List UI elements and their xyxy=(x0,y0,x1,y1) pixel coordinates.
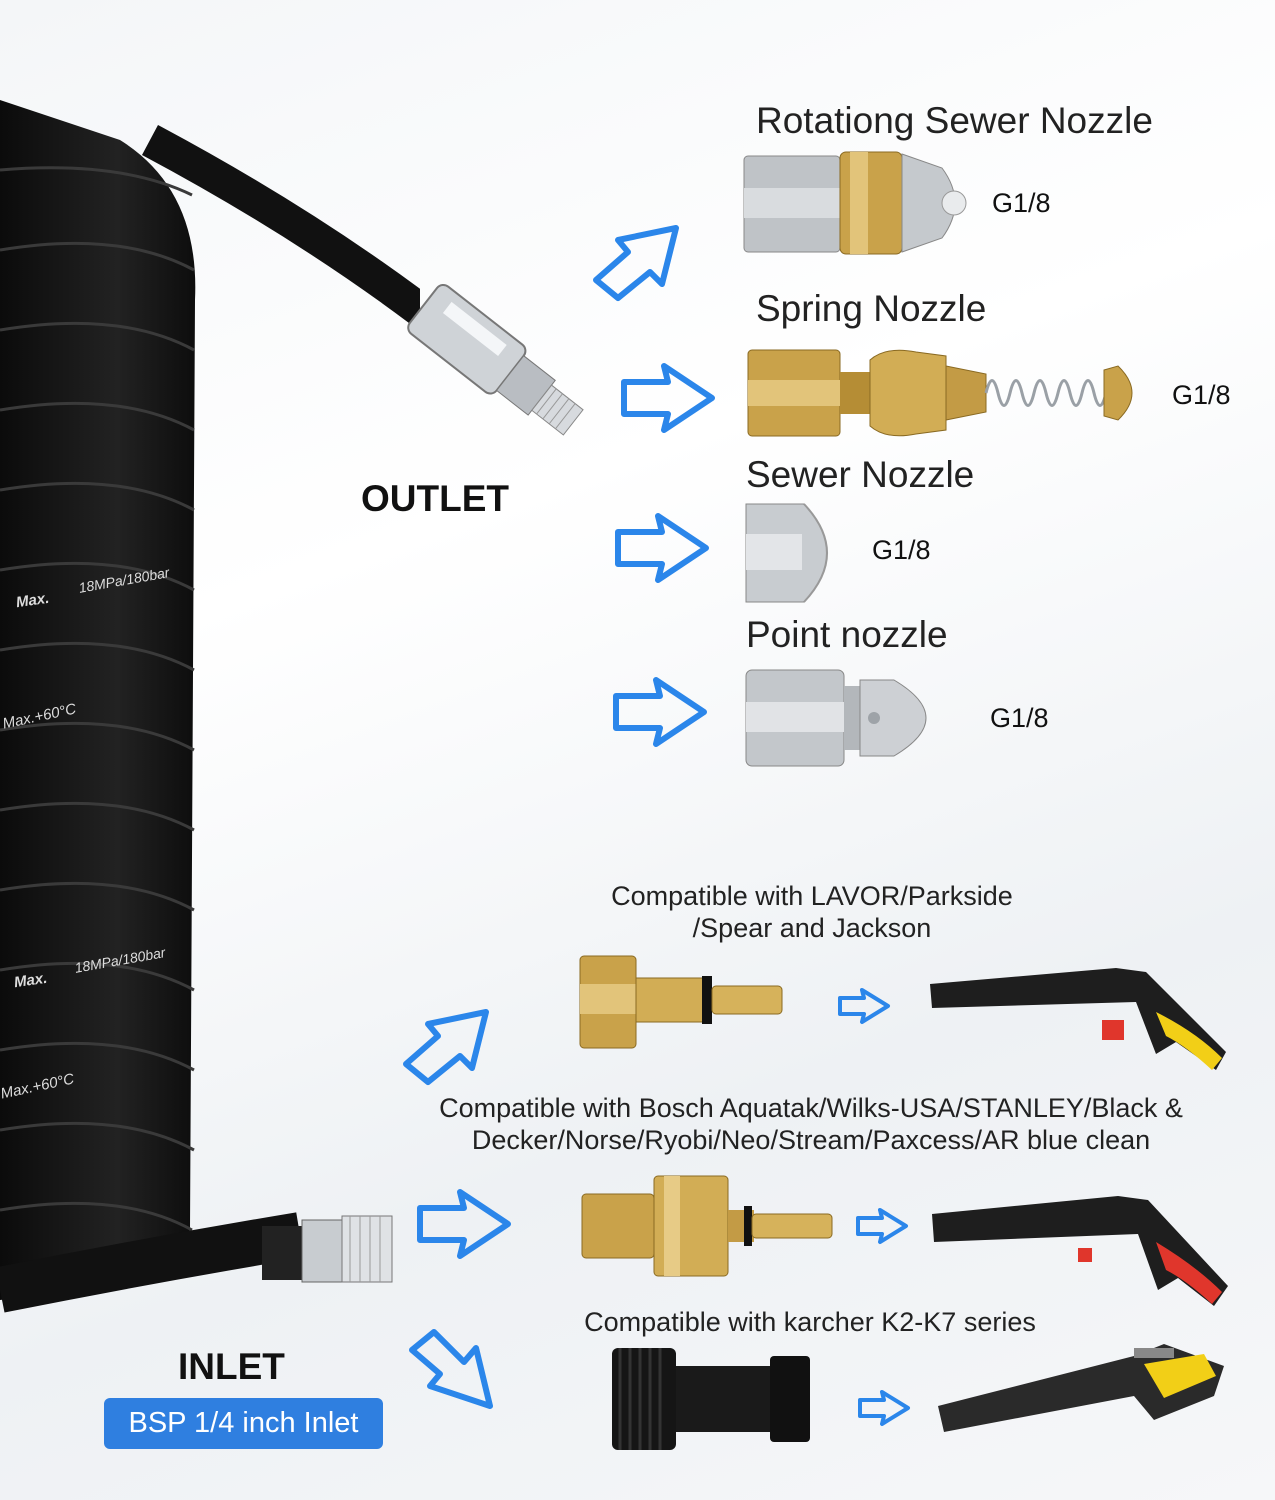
adapter-3-compat-text: Compatible with karcher K2-K7 series xyxy=(584,1307,1036,1337)
adapter-1-compat-text: Compatible with LAVOR/Parkside /Spear an… xyxy=(611,881,1013,943)
karcher-adapter-image xyxy=(612,1348,810,1450)
point-nozzle-image xyxy=(745,669,927,767)
inlet-spec-badge: BSP 1/4 inch Inlet xyxy=(104,1398,383,1449)
nozzle-3-thread: G1/8 xyxy=(872,535,931,565)
arrow-icon xyxy=(409,1329,493,1409)
arrow-icon xyxy=(403,1009,489,1085)
inlet-fitting-image xyxy=(262,1215,393,1283)
small-arrow-icon xyxy=(856,1208,908,1244)
arrow-icon xyxy=(615,513,709,583)
sewer-nozzle-image xyxy=(745,503,828,603)
arrow-icon xyxy=(417,1189,511,1259)
arrow-icon xyxy=(593,225,679,301)
small-arrow-icon xyxy=(858,1390,910,1426)
nozzle-3-title: Sewer Nozzle xyxy=(746,454,975,495)
outlet-label: OUTLET xyxy=(361,478,509,519)
outlet-fitting-image xyxy=(407,283,584,436)
rotating-sewer-nozzle-image xyxy=(743,151,967,255)
karcher-spray-gun-image xyxy=(938,1344,1224,1432)
bosch-adapter-image xyxy=(581,1175,833,1277)
adapter-2-compat-text: Compatible with Bosch Aquatak/Wilks-USA/… xyxy=(439,1093,1183,1155)
nozzle-1-thread: G1/8 xyxy=(992,188,1051,218)
arrow-icon xyxy=(621,363,715,433)
nozzle-4-title: Point nozzle xyxy=(746,614,948,655)
bosch-spray-gun-image xyxy=(932,1196,1228,1306)
arrow-icon xyxy=(613,677,707,747)
nozzle-1-title: Rotationg Sewer Nozzle xyxy=(756,100,1153,141)
spring-nozzle-image xyxy=(747,349,1133,437)
nozzle-2-title: Spring Nozzle xyxy=(756,288,987,329)
lavor-adapter-image xyxy=(579,955,783,1049)
lavor-spray-gun-image xyxy=(930,968,1226,1070)
hose-coil-image xyxy=(0,100,420,1313)
small-arrow-icon xyxy=(838,988,890,1024)
nozzle-2-thread: G1/8 xyxy=(1172,380,1231,410)
nozzle-4-thread: G1/8 xyxy=(990,703,1049,733)
inlet-label: INLET xyxy=(178,1346,285,1387)
